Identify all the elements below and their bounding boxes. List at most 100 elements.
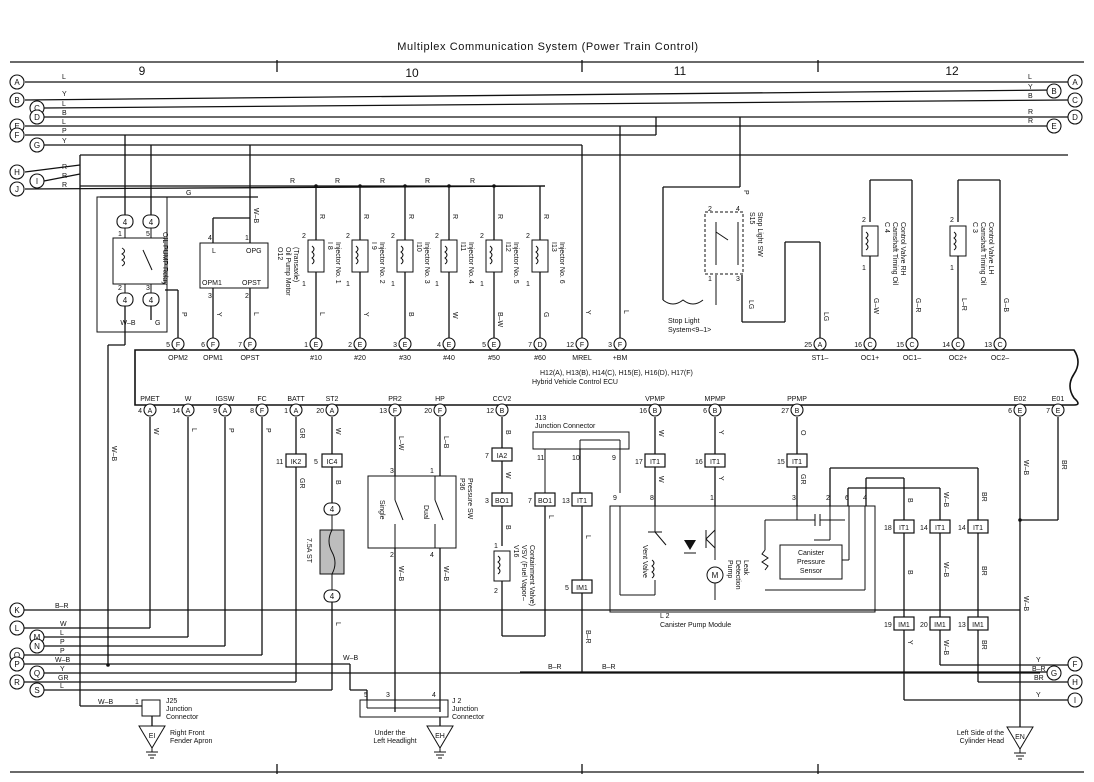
pin-number: 9 xyxy=(213,408,217,415)
svg-text:Y: Y xyxy=(717,476,724,481)
bus-id: F xyxy=(15,131,20,140)
svg-text:G–W: G–W xyxy=(872,298,879,314)
pin-label: OPST xyxy=(240,355,260,362)
pin-connector: A xyxy=(818,342,823,349)
injector-name: Injector No. 3 xyxy=(423,242,430,284)
j2-name-1: Junction xyxy=(452,706,478,713)
svg-text:GR: GR xyxy=(799,474,806,485)
pin-number: 5 xyxy=(166,342,170,349)
ecu-top-pin: E3#30B xyxy=(393,312,414,362)
ecu-top-pin: D7#60G xyxy=(528,312,549,362)
wire-color: BR xyxy=(1034,675,1044,682)
pin-connector: C xyxy=(955,342,960,349)
pin-connector: A xyxy=(294,408,299,415)
it1-connector: IT1 xyxy=(935,525,945,532)
pin-label: PMET xyxy=(140,396,160,403)
svg-text:1: 1 xyxy=(710,495,714,502)
wire-color: R xyxy=(1028,109,1033,116)
pin-label: PPMP xyxy=(787,396,807,403)
wire-color: Y xyxy=(1036,692,1041,699)
bus-id: R xyxy=(14,678,20,687)
pin-label: FC xyxy=(257,396,266,403)
bus-id: P xyxy=(14,660,19,669)
svg-text:8: 8 xyxy=(650,495,654,502)
pin-connector: E xyxy=(1056,408,1061,415)
svg-text:L–B: L–B xyxy=(442,436,449,449)
vsv-name-1: VSV (Fuel Vapor– xyxy=(520,545,527,601)
pin-connector: C xyxy=(997,342,1002,349)
svg-text:14: 14 xyxy=(920,525,928,532)
pin-connector: A xyxy=(148,408,153,415)
wire-color: W xyxy=(451,312,458,319)
svg-text:4: 4 xyxy=(330,592,335,601)
wire-color: B xyxy=(1028,93,1033,100)
pin-label: #10 xyxy=(310,355,322,362)
pin-number: 3 xyxy=(608,342,612,349)
pin-label: MPMP xyxy=(705,396,726,403)
ei-location-2: Fender Apron xyxy=(170,738,213,745)
j25-name-1: Junction xyxy=(166,706,192,713)
wire-color: GR xyxy=(58,675,69,682)
vent-valve-label: Vent Valve xyxy=(641,545,648,578)
motor-sub: (Transaxle) xyxy=(292,247,299,282)
injector-supply-rail: R R R R R xyxy=(80,178,545,188)
pin-connector: C xyxy=(909,342,914,349)
it1-connector: IT1 xyxy=(973,525,983,532)
wire-color: R xyxy=(1028,118,1033,125)
svg-text:7: 7 xyxy=(528,498,532,505)
svg-text:GR: GR xyxy=(298,478,305,489)
section-number: 10 xyxy=(405,66,419,80)
svg-text:L: L xyxy=(622,310,629,314)
wire-color: L xyxy=(62,119,66,126)
injector-name: Injector No. 2 xyxy=(378,242,385,284)
bus-id: K xyxy=(14,606,20,615)
pin-number: 6 xyxy=(703,408,707,415)
svg-text:4: 4 xyxy=(208,235,212,242)
ecu-top-pin: E1#10L xyxy=(304,312,325,362)
svg-text:4: 4 xyxy=(149,218,154,227)
injector-code: I13 xyxy=(550,242,557,252)
pin-number: 3 xyxy=(393,342,397,349)
en-location-2: Cylinder Head xyxy=(960,738,1004,745)
left-bus-connectors: A B C D E F G H I J L Y L B L P Y R R R xyxy=(9,74,67,197)
wire-color: Y xyxy=(362,312,369,317)
pin-number: 20 xyxy=(316,408,324,415)
camshaft-valve-rh: 21 C 4 Camshaft Timing Oil Control Valve… xyxy=(861,179,921,338)
pin-connector: A xyxy=(330,408,335,415)
pin-connector: C xyxy=(867,342,872,349)
wire-color: Y xyxy=(215,312,222,317)
canister-name: Canister Pump Module xyxy=(660,622,731,629)
svg-text:2: 2 xyxy=(826,495,830,502)
wire-color: L xyxy=(252,312,259,316)
wire-color: L xyxy=(1028,74,1032,81)
pressure-sw-name: Pressure SW xyxy=(466,478,473,520)
j2-name-2: Connector xyxy=(452,714,485,721)
injector-name: Injector No. 4 xyxy=(467,242,474,284)
pressure-sw-code: P36 xyxy=(458,478,465,491)
im1-connector: IM1 xyxy=(898,622,910,629)
svg-text:16: 16 xyxy=(695,459,703,466)
svg-text:W: W xyxy=(504,472,511,479)
ecu-top-pin: E5#50B–W xyxy=(482,312,503,362)
svg-text:W–B: W–B xyxy=(942,492,949,508)
svg-text:1: 1 xyxy=(708,276,712,283)
wire-color: P xyxy=(60,639,65,646)
svg-text:3: 3 xyxy=(485,498,489,505)
bo1-connector: BO1 xyxy=(495,498,509,505)
svg-text:1: 1 xyxy=(526,281,530,288)
eh-ground: EH Under the Left Headlight xyxy=(373,717,454,759)
svg-text:1: 1 xyxy=(435,281,439,288)
injector-code: I 8 xyxy=(326,242,333,250)
j13-code: J13 xyxy=(535,415,546,422)
